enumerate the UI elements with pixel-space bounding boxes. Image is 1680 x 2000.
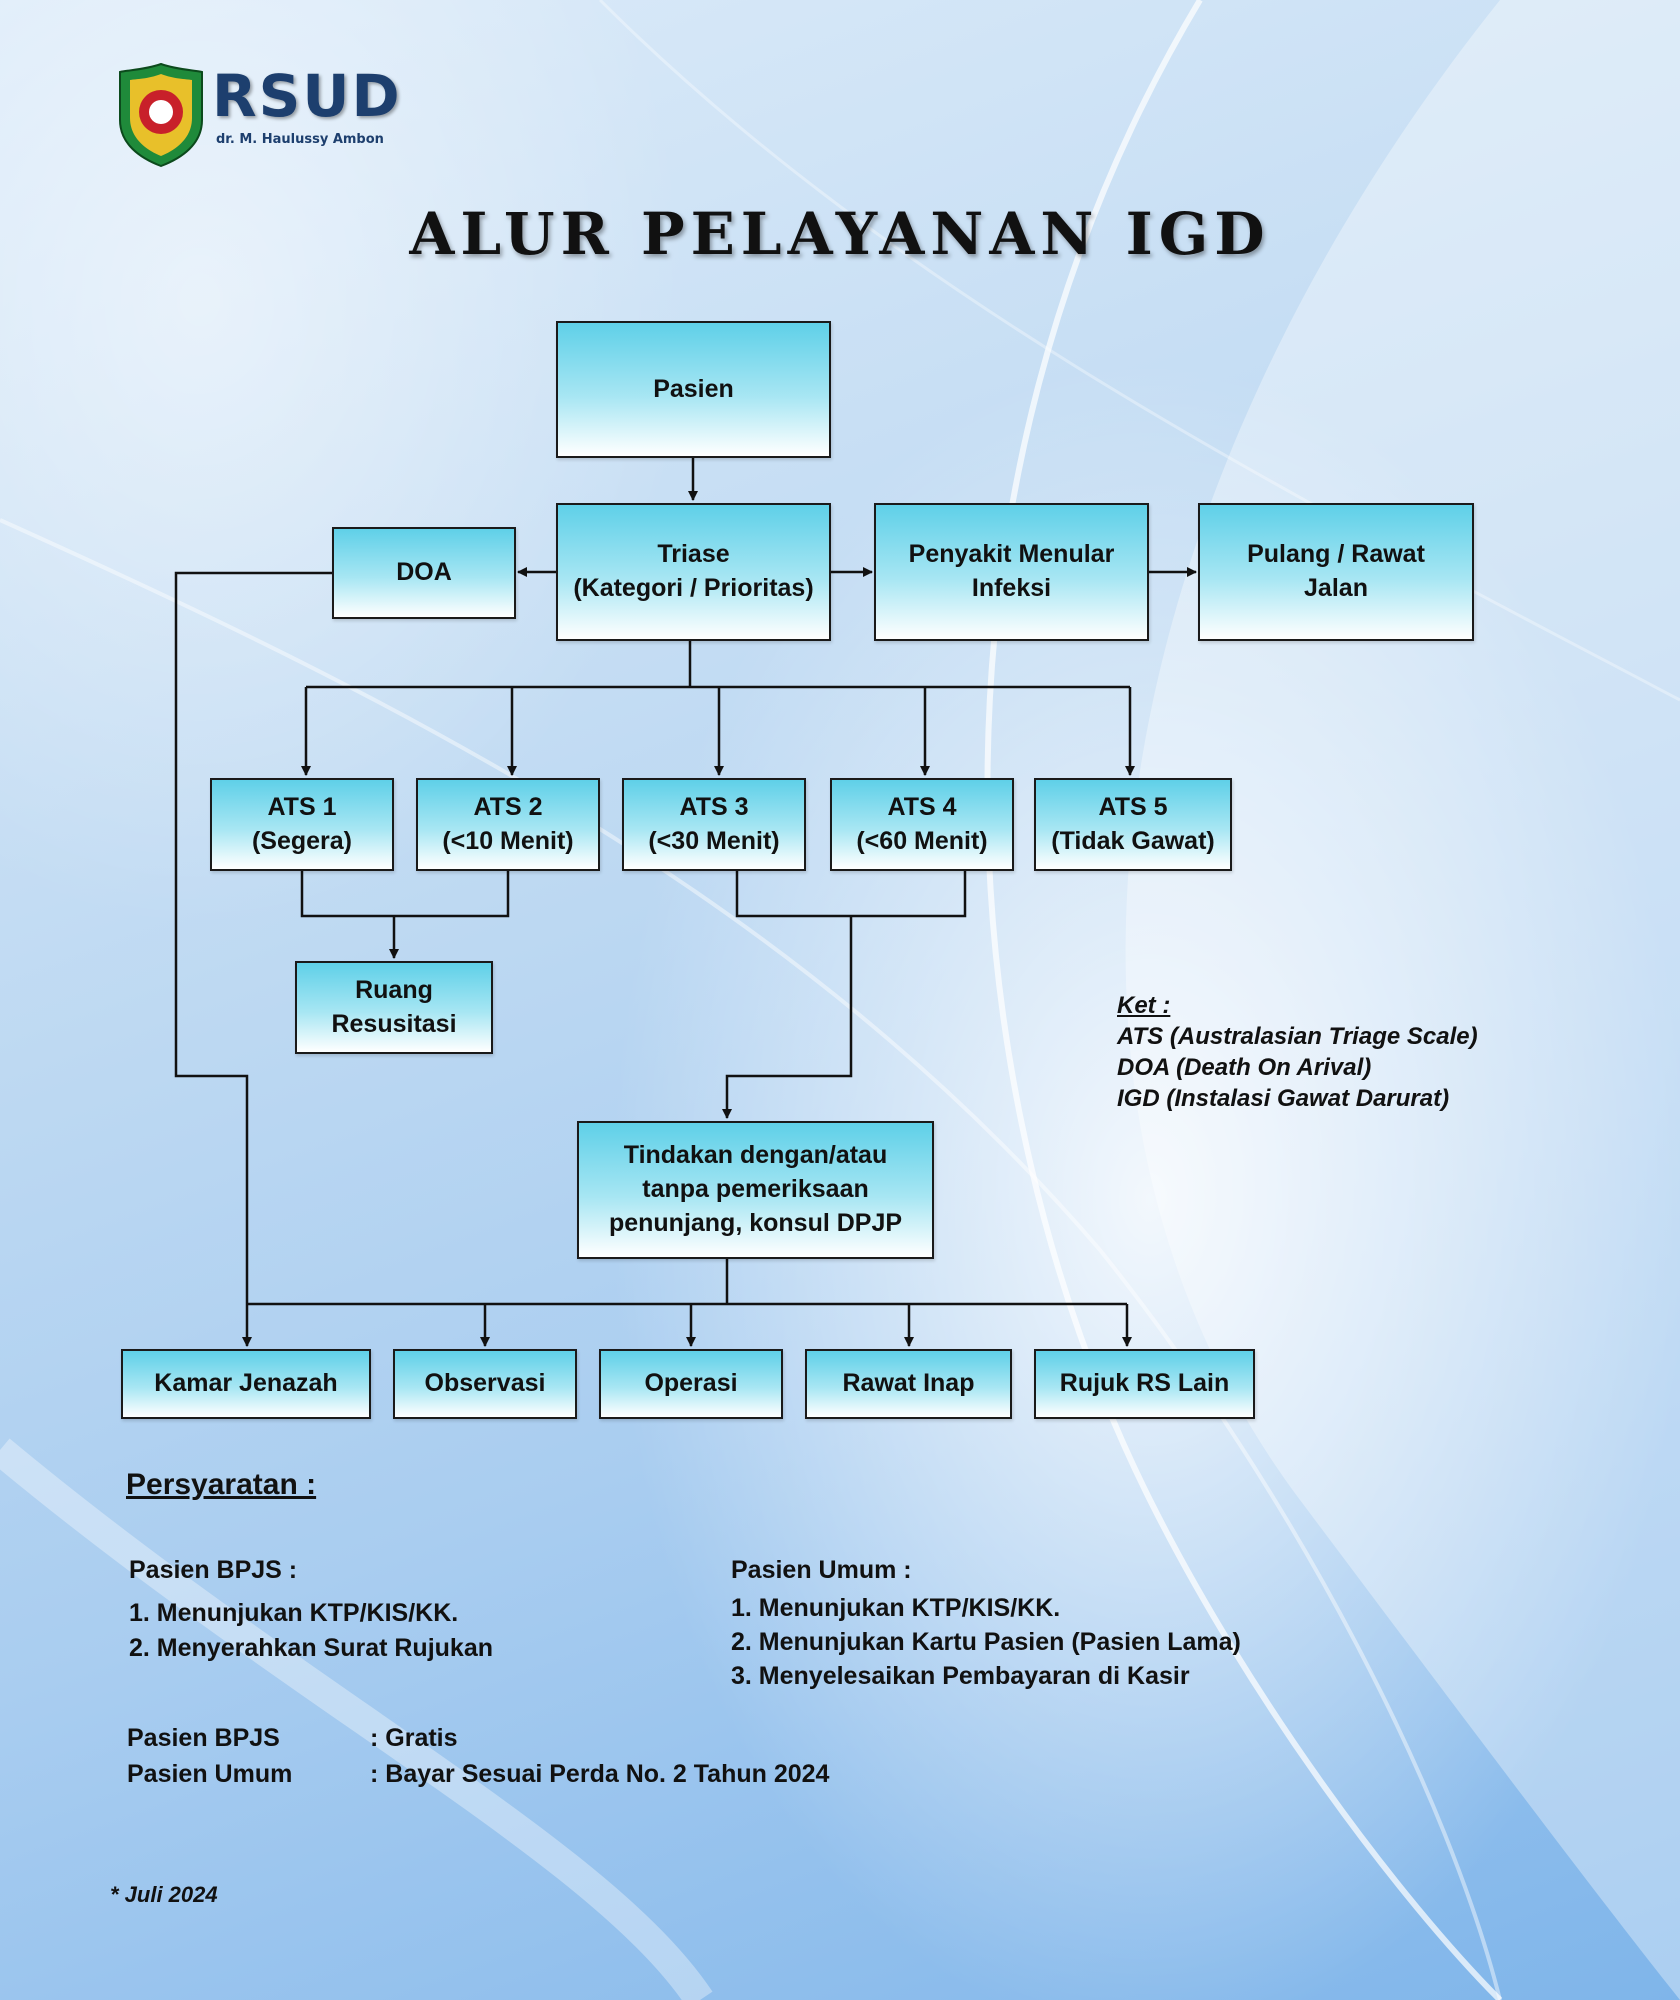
node-observasi: Observasi [393, 1349, 577, 1419]
list-item: 1. Menunjukan KTP/KIS/KK. [129, 1599, 459, 1627]
node-ats-1: ATS 1 (Segera) [210, 778, 394, 871]
fee-label: Pasien Umum [127, 1760, 293, 1788]
legend: Ket : ATS (Australasian Triage Scale) DO… [1117, 990, 1478, 1114]
list-item: 3. Menyelesaikan Pembayaran di Kasir [731, 1662, 1190, 1690]
node-ats-3: ATS 3 (<30 Menit) [622, 778, 806, 871]
node-triase: Triase (Kategori / Prioritas) [556, 503, 831, 641]
node-pulang-rawat-jalan: Pulang / Rawat Jalan [1198, 503, 1474, 641]
node-rawat-inap: Rawat Inap [805, 1349, 1012, 1419]
arrow-doa-kamar [174, 571, 332, 1347]
legend-item: IGD (Instalasi Gawat Darurat) [1117, 1085, 1450, 1112]
node-doa: DOA [332, 527, 516, 619]
fee-label: Pasien BPJS [127, 1724, 280, 1752]
fee-value: : Gratis [370, 1724, 458, 1752]
node-ats-4: ATS 4 (<60 Menit) [830, 778, 1014, 871]
requirements-bpjs: Pasien BPJS : 1. Menunjukan KTP/KIS/KK. … [129, 1553, 493, 1666]
logo-subtitle: dr. M. Haulussy Ambon [216, 132, 384, 147]
fee-value: : Bayar Sesuai Perda No. 2 Tahun 2024 [370, 1760, 830, 1788]
legend-heading: Ket : [1117, 992, 1171, 1019]
umum-title: Pasien Umum : [731, 1556, 912, 1584]
node-tindakan: Tindakan dengan/atau tanpa pemeriksaan p… [577, 1121, 934, 1259]
node-kamar-jenazah: Kamar Jenazah [121, 1349, 371, 1419]
arrow-tindakan [722, 916, 853, 1119]
shield-icon [119, 62, 203, 168]
node-operasi: Operasi [599, 1349, 783, 1419]
legend-item: ATS (Australasian Triage Scale) [1117, 1023, 1478, 1050]
requirements-umum: Pasien Umum : 1. Menunjukan KTP/KIS/KK. … [731, 1553, 1241, 1693]
node-rujuk-rs-lain: Rujuk RS Lain [1034, 1349, 1255, 1419]
node-pasien: Pasien [556, 321, 831, 458]
page-title: ALUR PELAYANAN IGD [409, 200, 1271, 268]
bpjs-title: Pasien BPJS : [129, 1556, 298, 1584]
logo-text: RSUD [212, 62, 402, 130]
legend-item: DOA (Death On Arival) [1117, 1054, 1372, 1081]
requirements-heading: Persyaratan : [126, 1468, 317, 1501]
fee-row: Pasien Umum : Bayar Sesuai Perda No. 2 T… [127, 1756, 829, 1792]
node-penyakit-menular: Penyakit Menular Infeksi [874, 503, 1149, 641]
list-item: 1. Menunjukan KTP/KIS/KK. [731, 1594, 1061, 1622]
node-ruang-resusitasi: Ruang Resusitasi [295, 961, 493, 1054]
footer-date: * Juli 2024 [110, 1882, 218, 1907]
hospital-logo: RSUD dr. M. Haulussy Ambon [116, 60, 406, 170]
fees-table: Pasien BPJS : Gratis Pasien Umum : Bayar… [127, 1720, 829, 1792]
list-item: 2. Menunjukan Kartu Pasien (Pasien Lama) [731, 1628, 1241, 1656]
list-item: 2. Menyerahkan Surat Rujukan [129, 1634, 494, 1662]
node-ats-5: ATS 5 (Tidak Gawat) [1034, 778, 1232, 871]
fee-row: Pasien BPJS : Gratis [127, 1720, 829, 1756]
node-ats-2: ATS 2 (<10 Menit) [416, 778, 600, 871]
